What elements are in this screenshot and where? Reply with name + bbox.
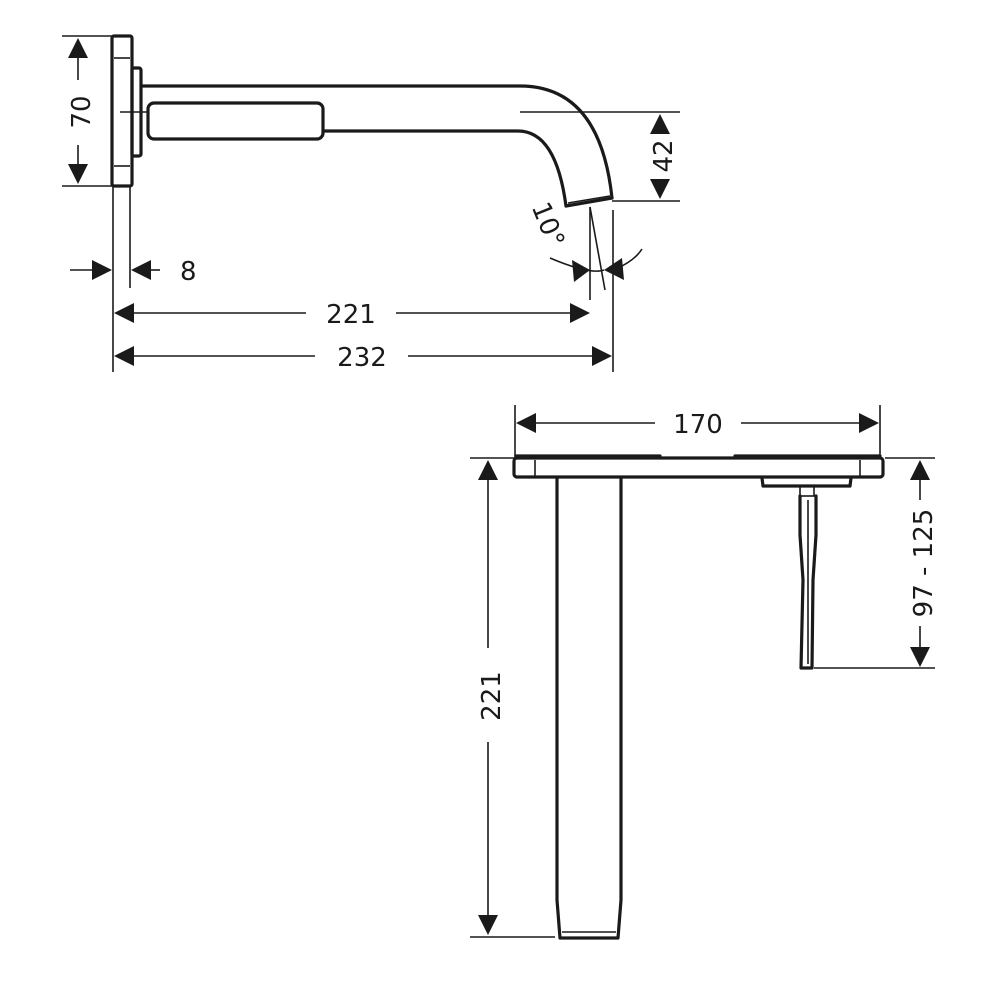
dim-label-plate-width: 170 — [673, 410, 723, 440]
dim-projection-outlet: 221 — [114, 300, 590, 330]
dim-spout-drop: 42 — [520, 111, 680, 202]
dim-label-projection-outlet: 221 — [326, 300, 376, 330]
dim-label-plate-thickness: 8 — [180, 257, 197, 287]
side-lever-handle — [146, 101, 325, 141]
dim-plate-width: 170 — [514, 405, 881, 458]
dim-spout-angle: 10° — [525, 198, 643, 372]
dim-plate-thickness: 8 — [70, 186, 197, 372]
dim-spout-length: 221 — [470, 457, 555, 938]
top-spout — [555, 476, 623, 940]
side-view: 70 42 10° 8 — [62, 34, 680, 373]
top-lever-handle — [760, 476, 853, 488]
dim-label-handle-length: 97 - 125 — [909, 509, 939, 618]
dim-handle-length: 97 - 125 — [814, 457, 939, 669]
dim-label-spout-drop: 42 — [649, 139, 679, 172]
spout — [139, 84, 614, 200]
dim-plate-height: 70 — [62, 35, 112, 187]
dim-label-spout-length: 221 — [477, 671, 507, 721]
top-wall-plate — [512, 456, 885, 479]
top-view: 170 221 97 - 125 — [470, 405, 939, 940]
dim-label-overall-projection: 232 — [337, 343, 387, 373]
dim-overall-projection: 232 — [114, 343, 612, 373]
dim-label-spout-angle: 10° — [525, 198, 570, 252]
dim-label-plate-height: 70 — [67, 95, 97, 128]
